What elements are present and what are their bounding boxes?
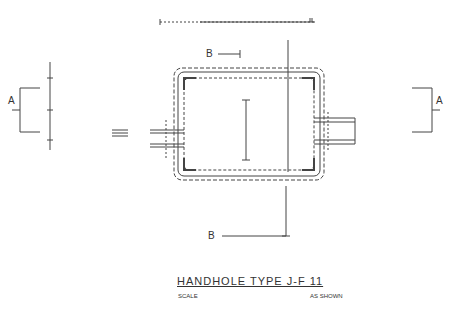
section-mark: A bbox=[8, 96, 15, 106]
scale-label: SCALE bbox=[178, 293, 198, 299]
section-mark: A bbox=[436, 96, 443, 106]
scale-value: AS SHOWN bbox=[310, 293, 343, 299]
drawing-title: HANDHOLE TYPE J-F 11 bbox=[177, 276, 323, 287]
section-mark: B bbox=[208, 231, 215, 241]
section-mark: B bbox=[206, 49, 213, 59]
